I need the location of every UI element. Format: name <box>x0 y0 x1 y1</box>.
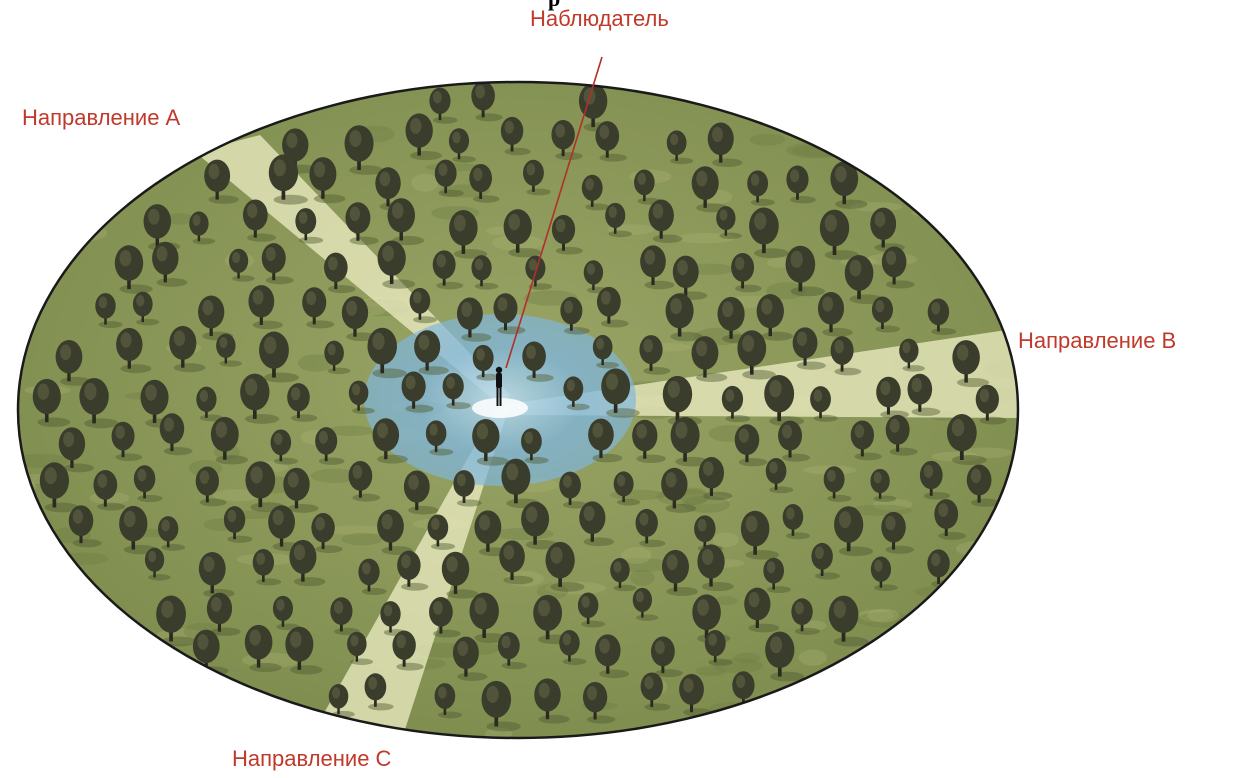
ground-patch <box>13 726 45 740</box>
direction-a-label: Направление А <box>22 107 180 129</box>
ground-patch <box>954 704 980 713</box>
ground-patch <box>341 533 382 546</box>
ground-patch <box>58 552 108 564</box>
ground-patch <box>710 702 756 716</box>
ground-patch <box>411 174 438 192</box>
ground-patch <box>924 77 953 89</box>
direction-b-label: Направление В <box>1018 330 1176 352</box>
ground-patch <box>630 570 655 586</box>
ground-patch <box>19 574 67 589</box>
ground-patch <box>915 586 970 598</box>
ground-patch <box>848 725 910 741</box>
ground-patch <box>41 75 98 92</box>
direction-c-label: Направление С <box>232 748 391 770</box>
ground-patch <box>298 721 362 735</box>
ground-patch <box>926 605 955 618</box>
ground-patch <box>773 703 800 713</box>
observer-label: Наблюдатель <box>530 8 669 30</box>
ground-patch <box>956 541 1004 557</box>
ground-patch <box>24 188 78 204</box>
ground-patch <box>840 131 876 145</box>
ground-patch <box>0 681 36 691</box>
ground-patch <box>51 224 107 242</box>
ground-patch <box>928 647 990 658</box>
ground-patch <box>2 82 43 91</box>
ground-patch <box>41 167 68 176</box>
ground-patch <box>32 628 60 638</box>
ground-patch <box>895 694 937 710</box>
ground-patch <box>296 730 321 739</box>
ground-patch <box>750 134 786 146</box>
ground-patch <box>848 665 901 678</box>
ground-patch <box>910 654 970 671</box>
ground-patch <box>713 532 739 547</box>
ground-patch <box>798 650 826 666</box>
ground-patch <box>890 156 934 164</box>
ground-patch <box>955 601 1005 615</box>
ground-patch <box>811 675 871 690</box>
ground-patch <box>695 718 753 733</box>
ground-patch <box>131 177 157 190</box>
ground-patch <box>867 609 899 623</box>
